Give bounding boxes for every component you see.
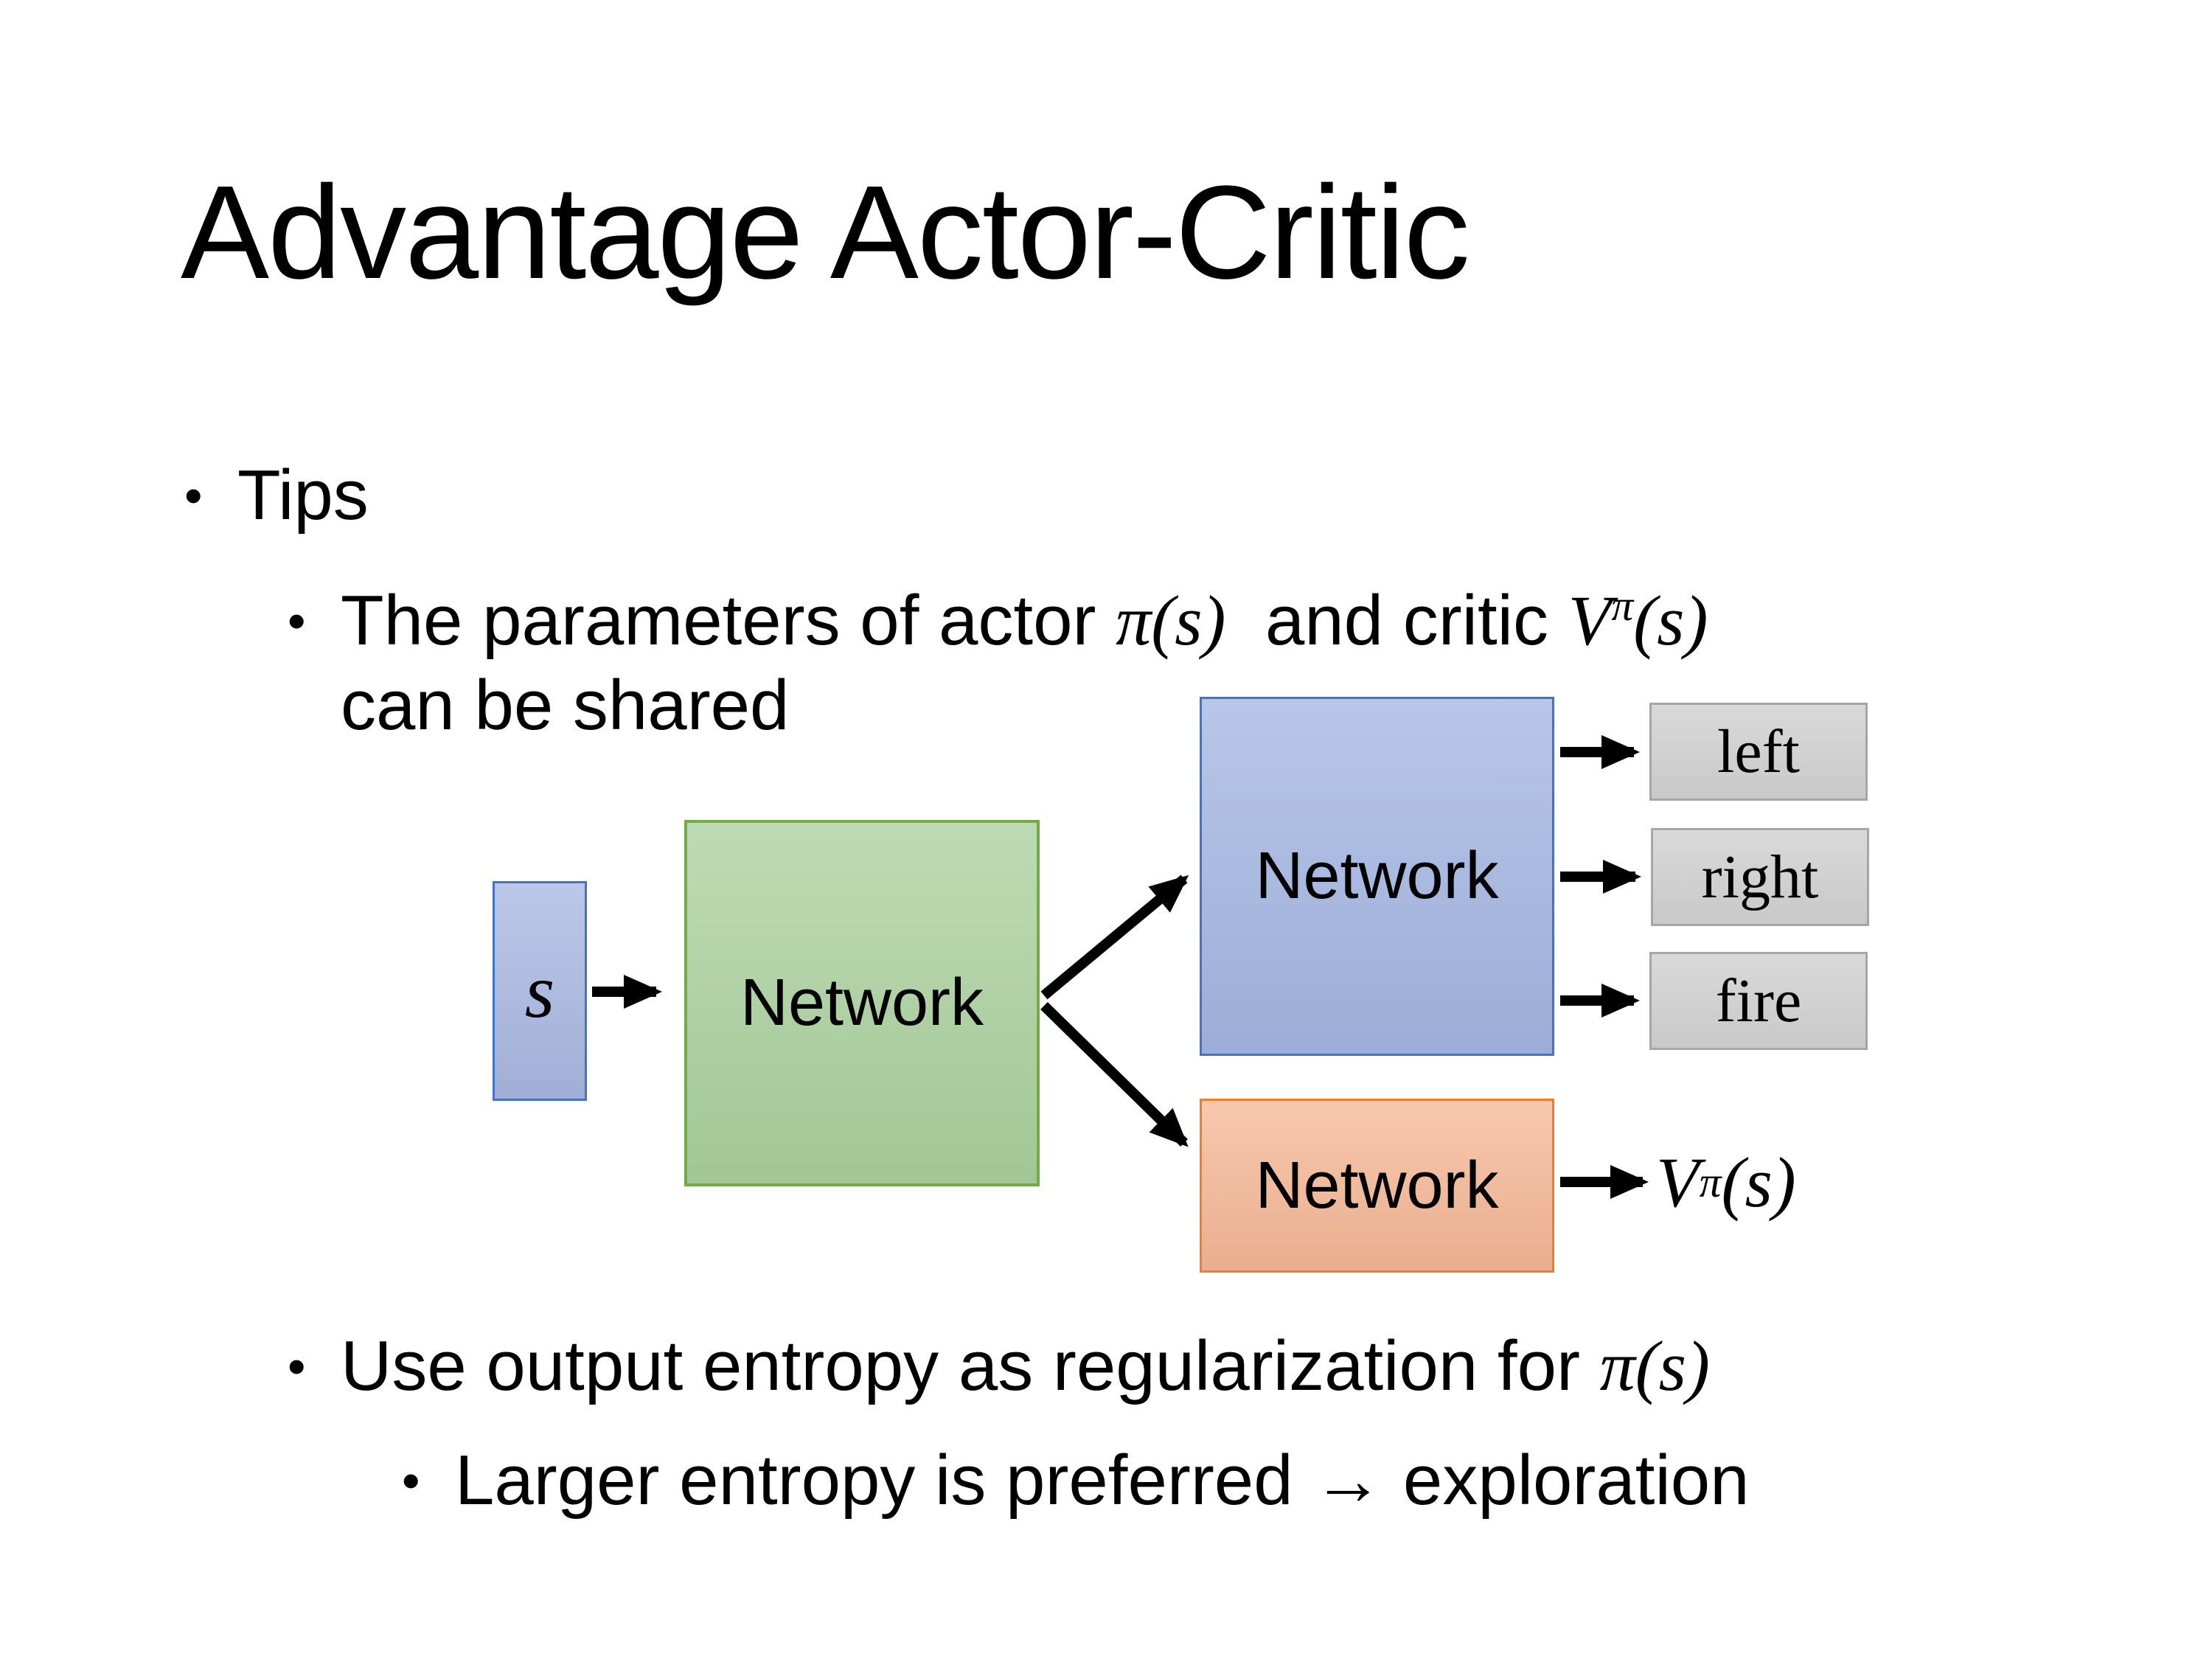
page-title: Advantage Actor-Critic (181, 159, 1470, 307)
bullet-icon: • (184, 467, 203, 524)
v-symbol: V (1656, 1142, 1700, 1222)
arrow-shared-to-critic (1040, 1001, 1189, 1147)
bullet-icon: • (402, 1452, 420, 1509)
action-left-label: left (1717, 717, 1800, 786)
pi-symbol: π (1116, 581, 1152, 660)
input-state-label: s (524, 948, 555, 1034)
action-box-right: right (1651, 828, 1869, 926)
shared-mid-text: and critic (1225, 581, 1568, 660)
bullet-shared-params: • The parameters of actor π(s) and criti… (288, 577, 1708, 665)
paren-s: (s) (1151, 581, 1226, 660)
v-symbol: V (1568, 581, 1612, 660)
pi-symbol: π (1599, 1326, 1635, 1405)
critic-network-label: Network (1255, 1148, 1499, 1222)
shared-params-line2: can be shared (341, 666, 790, 745)
bullet-exploration: • Larger entropy is preferred → explorat… (402, 1436, 1750, 1525)
exploration-text: Larger entropy is preferred → exploratio… (455, 1441, 1750, 1520)
paren-s: (s) (1633, 581, 1708, 660)
arrow-shared-to-actor (1040, 874, 1189, 1000)
action-box-left: left (1649, 703, 1868, 801)
bullet-entropy: • Use output entropy as regularization f… (288, 1322, 1710, 1411)
shared-network-label: Network (740, 966, 984, 1040)
entropy-pre-text: Use output entropy as regularization for (341, 1326, 1600, 1405)
action-fire-label: fire (1715, 967, 1802, 1035)
bullet-tips: • Tips (184, 451, 369, 540)
tips-label: Tips (237, 456, 369, 535)
entropy-pi-math: π(s) (1600, 1326, 1710, 1405)
pi-superscript: π (1611, 581, 1634, 630)
shared-network-box: Network (684, 820, 1040, 1186)
critic-v-math: Vπ(s) (1568, 581, 1708, 660)
shared-params-text: The parameters of actor π(s) and critic … (341, 577, 1708, 665)
critic-network-box: Network (1200, 1099, 1554, 1273)
actor-network-label: Network (1255, 839, 1499, 913)
paren-s: (s) (1721, 1142, 1796, 1222)
shared-pre-text: The parameters of actor (341, 581, 1116, 660)
entropy-text: Use output entropy as regularization for… (341, 1322, 1710, 1411)
input-state-box: s (493, 881, 587, 1101)
action-right-label: right (1701, 843, 1819, 911)
actor-pi-math: π(s) (1116, 581, 1225, 660)
bullet-icon: • (288, 1338, 306, 1395)
action-box-fire: fire (1649, 952, 1868, 1050)
actor-network-box: Network (1200, 697, 1554, 1056)
paren-s: (s) (1635, 1326, 1710, 1405)
bullet-icon: • (288, 592, 306, 650)
